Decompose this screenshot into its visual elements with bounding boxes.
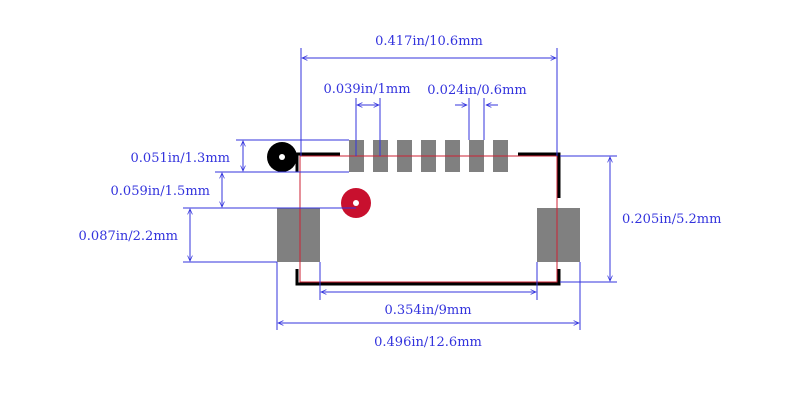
label-mount-pad-spacing: 0.354in/9mm: [384, 303, 471, 318]
dim-mount-pad-spacing: [319, 262, 538, 300]
label-pin-pitch: 0.039in/1mm: [323, 82, 410, 97]
dim-overall-width-bottom: [276, 262, 581, 330]
pin1-marker-dot: [279, 154, 285, 160]
dim-mount-pad-height: [183, 207, 277, 263]
courtyard-outline: [299, 155, 558, 283]
label-pad-row-offset: 0.059in/1.5mm: [111, 184, 210, 199]
mount-pad-left: [277, 208, 320, 262]
dim-pad-row-offset: [215, 171, 356, 209]
dim-overall-width-top: [300, 48, 558, 156]
dim-body-height: [560, 155, 617, 283]
dim-pad-width: [455, 98, 498, 140]
silkscreen-outline: [295, 152, 561, 286]
mount-pad-right: [537, 208, 580, 262]
label-mount-pad-height: 0.087in/2.2mm: [79, 229, 178, 244]
origin-marker-dot: [353, 200, 359, 206]
label-overall-width-bottom: 0.496in/12.6mm: [374, 335, 482, 350]
label-pad-width: 0.024in/0.6mm: [427, 83, 526, 98]
dim-pin-pitch: [355, 98, 381, 156]
label-body-height: 0.205in/5.2mm: [622, 212, 721, 227]
label-overall-width-top: 0.417in/10.6mm: [375, 34, 483, 49]
label-pad-length: 0.051in/1.3mm: [131, 151, 230, 166]
